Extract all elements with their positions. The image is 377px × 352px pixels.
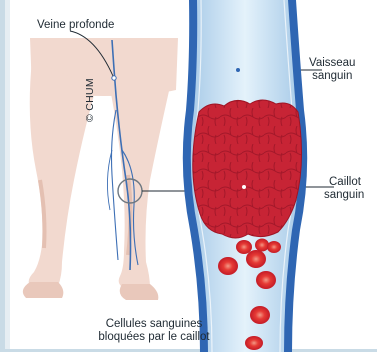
copyright-label: © CHUM [84,78,96,122]
clot-label-line1: Caillot [324,176,364,189]
left-foot-shape [23,282,64,298]
deep-vein-marker [112,76,116,80]
right-foot-shape [120,284,159,300]
clot-label: Caillot sanguin [324,176,364,202]
vessel-label-line2: sanguin [309,70,355,83]
cells-label-line2: bloquées par le caillot [74,331,234,344]
blood-cell [256,271,276,289]
blood-cell [255,239,269,252]
right-leg-shape [110,60,176,288]
legs-illustration [23,38,178,300]
blood-cell [218,257,238,275]
blood-cell [245,336,263,350]
clot-marker [242,185,246,189]
blood-vessel [183,0,307,352]
blood-cell [246,250,266,268]
blood-cell [250,306,270,324]
cells-label: Cellules sanguines bloquées par le caill… [74,318,234,344]
blood-cell [267,241,281,253]
vein-branch-1 [112,110,119,260]
cells-label-line1: Cellules sanguines [74,318,234,331]
clot-label-line2: sanguin [324,189,364,202]
vessel-label: Vaisseau sanguin [309,57,355,83]
vessel-marker [236,68,240,72]
blood-clot [193,100,302,238]
vessel-label-line1: Vaisseau [309,57,355,70]
blood-cell [236,240,252,254]
deep-vein-label: Veine profonde [37,19,114,32]
